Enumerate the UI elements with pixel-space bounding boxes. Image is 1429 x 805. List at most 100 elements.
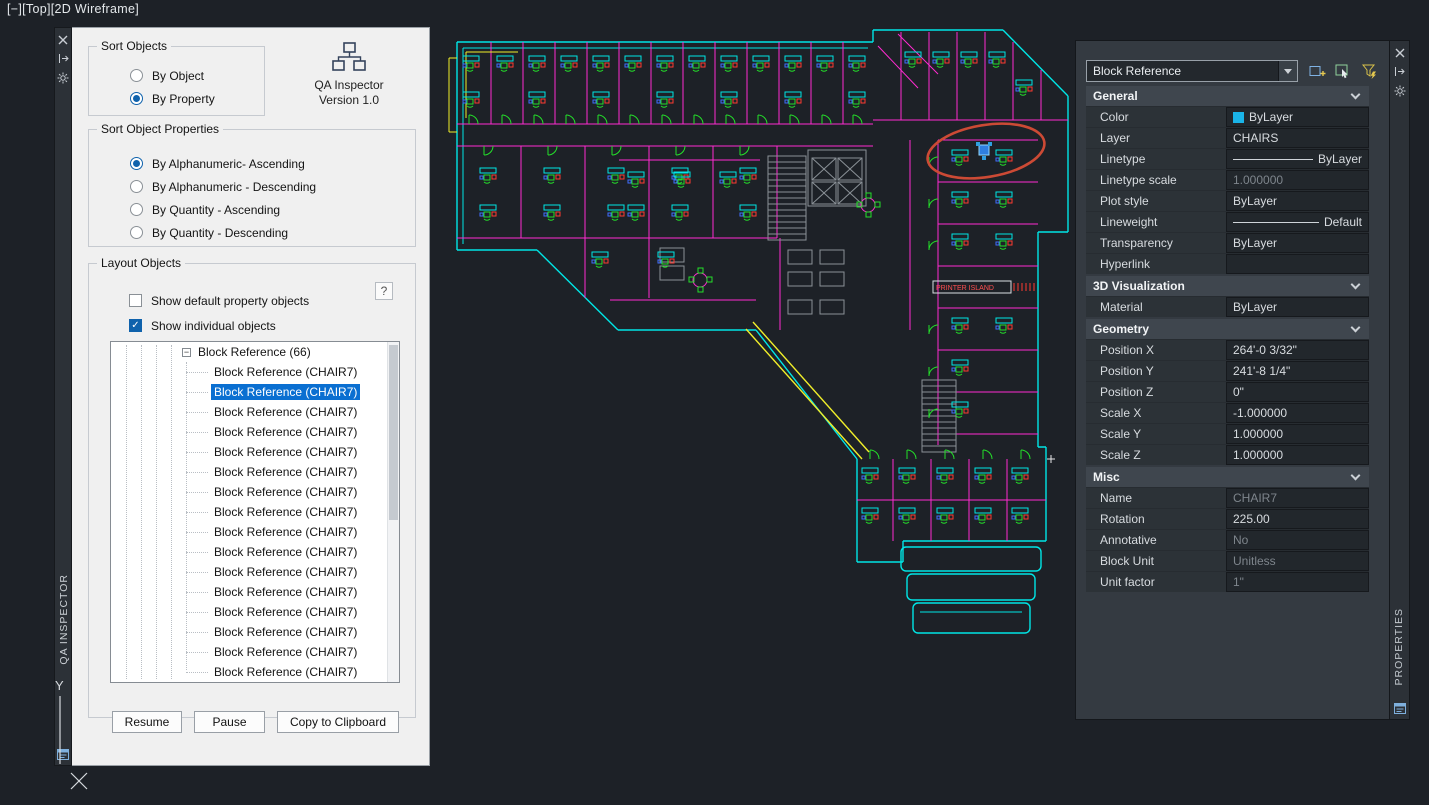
radio-option-by-quantity-descending[interactable]: By Quantity - Descending: [130, 221, 415, 244]
tree-item-label[interactable]: Block Reference (CHAIR7): [214, 645, 358, 659]
quick-select-button[interactable]: [1358, 60, 1381, 82]
property-value-position-z[interactable]: 0": [1226, 382, 1369, 402]
radio-button[interactable]: [130, 92, 143, 105]
tree-item-label[interactable]: Block Reference (CHAIR7): [214, 505, 358, 519]
tree-item-label[interactable]: Block Reference (CHAIR7): [214, 585, 358, 599]
checkbox-show-individual-objects[interactable]: Show individual objects: [129, 313, 415, 338]
chevron-down-icon[interactable]: [1278, 61, 1297, 81]
section-header-3d-visualization[interactable]: 3D Visualization: [1086, 276, 1369, 296]
tree-item-label[interactable]: Block Reference (CHAIR7): [214, 485, 358, 499]
radio-option-by-alphanumeric-descending[interactable]: By Alphanumeric - Descending: [130, 175, 415, 198]
tree-root-label[interactable]: Block Reference (66): [198, 345, 311, 359]
tree-item[interactable]: Block Reference (CHAIR7): [111, 402, 399, 422]
property-label: Position X: [1100, 343, 1155, 357]
property-value-scale-x[interactable]: -1.000000: [1226, 403, 1369, 423]
tree-item[interactable]: Block Reference (CHAIR7): [111, 462, 399, 482]
tree-item[interactable]: Block Reference (CHAIR7): [111, 422, 399, 442]
tree-item-label[interactable]: Block Reference (CHAIR7): [214, 625, 358, 639]
property-value-position-x[interactable]: 264'-0 3/32": [1226, 340, 1369, 360]
tree-item[interactable]: Block Reference (CHAIR7): [111, 502, 399, 522]
properties-grip[interactable]: PROPERTIES: [1390, 40, 1410, 720]
gear-icon[interactable]: [1394, 85, 1406, 97]
checkbox[interactable]: [129, 294, 142, 307]
property-value-lineweight[interactable]: Default: [1226, 212, 1369, 232]
property-value-position-y[interactable]: 241'-8 1/4": [1226, 361, 1369, 381]
section-header-general[interactable]: General: [1086, 86, 1369, 106]
section-header-geometry[interactable]: Geometry: [1086, 319, 1369, 339]
tree-item-label[interactable]: Block Reference (CHAIR7): [214, 425, 358, 439]
tree-root[interactable]: − Block Reference (66): [111, 342, 399, 362]
property-value-material[interactable]: ByLayer: [1226, 297, 1369, 317]
viewport-visual-style-control[interactable]: [2D Wireframe]: [50, 2, 140, 16]
tree-item[interactable]: Block Reference (CHAIR7): [111, 382, 399, 402]
autohide-icon[interactable]: [1394, 66, 1405, 77]
checkbox[interactable]: [129, 319, 142, 332]
tree-item[interactable]: Block Reference (CHAIR7): [111, 662, 399, 682]
property-label: Annotative: [1100, 533, 1157, 547]
property-value-transparency[interactable]: ByLayer: [1226, 233, 1369, 253]
section-header-misc[interactable]: Misc: [1086, 467, 1369, 487]
tree-item[interactable]: Block Reference (CHAIR7): [111, 362, 399, 382]
tree-scrollbar[interactable]: [387, 342, 399, 682]
pause-button[interactable]: Pause: [194, 711, 265, 733]
tree-item-label[interactable]: Block Reference (CHAIR7): [214, 465, 358, 479]
radio-button[interactable]: [130, 180, 143, 193]
tree-item-label[interactable]: Block Reference (CHAIR7): [214, 365, 358, 379]
checkbox-show-default-property-objects[interactable]: Show default property objects: [129, 288, 415, 313]
tree-item[interactable]: Block Reference (CHAIR7): [111, 522, 399, 542]
tree-item-label[interactable]: Block Reference (CHAIR7): [214, 545, 358, 559]
copy-to-clipboard-button[interactable]: Copy to Clipboard: [277, 711, 399, 733]
radio-button[interactable]: [130, 226, 143, 239]
tree-item[interactable]: Block Reference (CHAIR7): [111, 642, 399, 662]
radio-option-by-quantity-ascending[interactable]: By Quantity - Ascending: [130, 198, 415, 221]
radio-option-by-object[interactable]: By Object: [130, 64, 264, 87]
object-tree[interactable]: − Block Reference (66) Block Reference (…: [110, 341, 400, 683]
close-icon[interactable]: [1395, 48, 1405, 58]
property-value-plot-style[interactable]: ByLayer: [1226, 191, 1369, 211]
property-value-text: ByLayer: [1233, 300, 1278, 314]
property-value-layer[interactable]: CHAIRS: [1226, 128, 1369, 148]
tree-item-label[interactable]: Block Reference (CHAIR7): [214, 565, 358, 579]
property-value-linetype[interactable]: ByLayer: [1226, 149, 1369, 169]
tree-item-label[interactable]: Block Reference (CHAIR7): [214, 445, 358, 459]
property-value-scale-z[interactable]: 1.000000: [1226, 445, 1369, 465]
property-value-rotation[interactable]: 225.00: [1226, 509, 1369, 529]
viewport-view-control[interactable]: [Top]: [22, 2, 51, 16]
viewport-minimize-control[interactable]: [−]: [7, 2, 23, 16]
property-value-hyperlink[interactable]: [1226, 254, 1369, 274]
help-button[interactable]: ?: [375, 282, 393, 300]
property-value-scale-y[interactable]: 1.000000: [1226, 424, 1369, 444]
select-objects-button[interactable]: [1332, 60, 1355, 82]
resume-button[interactable]: Resume: [112, 711, 182, 733]
autohide-icon[interactable]: [58, 53, 69, 64]
tree-item-label[interactable]: Block Reference (CHAIR7): [214, 665, 358, 679]
tree-item[interactable]: Block Reference (CHAIR7): [111, 562, 399, 582]
palette-title-vertical: QA INSPECTOR: [58, 574, 70, 665]
section-title: Misc: [1093, 470, 1120, 484]
gear-icon[interactable]: [57, 72, 69, 84]
toggle-pickadd-button[interactable]: [1306, 60, 1329, 82]
radio-button[interactable]: [130, 69, 143, 82]
radio-option-by-property[interactable]: By Property: [130, 87, 264, 110]
qa-inspector-grip[interactable]: QA INSPECTOR: [54, 27, 72, 766]
tree-item-label[interactable]: Block Reference (CHAIR7): [214, 605, 358, 619]
tree-item-label[interactable]: Block Reference (CHAIR7): [214, 405, 358, 419]
tree-item[interactable]: Block Reference (CHAIR7): [111, 582, 399, 602]
collapse-icon[interactable]: −: [182, 346, 191, 357]
tree-item-label[interactable]: Block Reference (CHAIR7): [211, 384, 361, 400]
scrollbar-thumb[interactable]: [389, 345, 398, 520]
radio-option-by-alphanumeric-ascending[interactable]: By Alphanumeric- Ascending: [130, 152, 415, 175]
tree-item-label[interactable]: Block Reference (CHAIR7): [214, 525, 358, 539]
tree-item[interactable]: Block Reference (CHAIR7): [111, 622, 399, 642]
radio-button[interactable]: [130, 203, 143, 216]
tree-item[interactable]: Block Reference (CHAIR7): [111, 482, 399, 502]
object-type-dropdown[interactable]: Block Reference: [1086, 60, 1298, 82]
tree-item[interactable]: Block Reference (CHAIR7): [111, 602, 399, 622]
tree-item[interactable]: Block Reference (CHAIR7): [111, 542, 399, 562]
close-icon[interactable]: [58, 35, 68, 45]
tree-item[interactable]: Block Reference (CHAIR7): [111, 442, 399, 462]
radio-button[interactable]: [130, 157, 143, 170]
property-value-color[interactable]: ByLayer: [1226, 107, 1369, 127]
